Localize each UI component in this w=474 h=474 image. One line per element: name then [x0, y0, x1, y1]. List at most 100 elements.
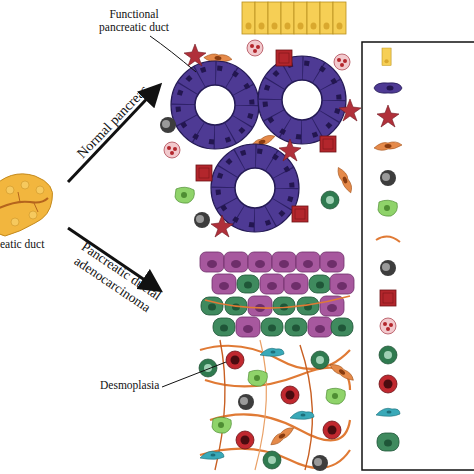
legend-box-part [378, 200, 397, 216]
tumor-tissue-part [308, 317, 332, 337]
normal-tissue-part [281, 2, 294, 34]
tumor-tissue-part [273, 297, 295, 315]
organ-label: eatic duct [0, 238, 70, 251]
leader-lines [150, 36, 226, 387]
normal-tissue-part [307, 2, 320, 34]
tumor-tissue-part [226, 351, 244, 369]
normal-tissue-part [333, 2, 346, 34]
legend-box-part [376, 236, 400, 242]
normal-tissue-part [184, 44, 206, 66]
pancreas-organ-part [0, 198, 48, 210]
normal-tissue-part [196, 165, 212, 181]
tumor-tissue-part [215, 340, 225, 470]
legend-box-part [377, 433, 399, 451]
leader-lines-part [162, 362, 226, 387]
normal-tissue-part [194, 212, 210, 228]
legend-box-part [380, 260, 396, 276]
normal-tissue-part [242, 2, 255, 34]
tumor-tissue-part [281, 386, 299, 404]
branch-arrows-part [68, 87, 158, 182]
legend-box-part [379, 375, 397, 393]
normal-tissue-part [336, 165, 353, 194]
tumor-tissue-part [236, 317, 260, 337]
normal-tissue-part [258, 56, 346, 144]
normal-tissue-part [279, 139, 301, 161]
tumor-tissue-part [330, 274, 354, 294]
tumor-tissue-part [237, 275, 259, 293]
callout-label: Desmoplasia [100, 379, 170, 392]
tumor-tissue-part [326, 388, 345, 404]
normal-tissue-part [320, 136, 336, 152]
normal-tissue-part [292, 206, 308, 222]
normal-tissue-part [171, 61, 259, 149]
tumor-tissue-part [260, 274, 284, 294]
legend-box [362, 42, 474, 470]
legend-box-part [379, 346, 397, 364]
tumor-tissue-part [290, 411, 314, 419]
normal-tissue-part [320, 2, 333, 34]
pancreas-organ-part [29, 211, 37, 219]
pancreas-organ-part [0, 174, 53, 236]
arrow-label: Pancreatic ductal adenocarcinoma [56, 229, 178, 325]
callout-label: Functional pancreatic duct [98, 8, 170, 34]
pancreas-organ-part [6, 186, 14, 194]
normal-tissue-part [276, 50, 292, 66]
legend-box-part [380, 290, 396, 306]
tumor-tissue-part [285, 318, 307, 336]
normal-tissue-part [160, 117, 176, 133]
legend-box-part [376, 408, 400, 416]
normal-tissue-part [175, 187, 194, 203]
tumor-tissue-part [268, 425, 296, 446]
normal-tissue-part [247, 40, 263, 56]
tumor-tissue-part [261, 318, 283, 336]
tumor-tissue-part [331, 318, 353, 336]
tumor-tissue-part [260, 348, 284, 356]
tumor-tissue-part [312, 455, 328, 471]
pancreas-organ [0, 174, 53, 236]
tumor-tissue-part [309, 275, 331, 293]
tumor-tissue-part [255, 340, 266, 470]
tumor-tissue-part [224, 252, 248, 272]
pancreas-organ-part [21, 181, 29, 189]
tumor-tissue [199, 252, 355, 471]
legend-box-part [380, 170, 396, 186]
tumor-tissue-part [238, 394, 254, 410]
normal-tissue-part [294, 2, 307, 34]
normal-tissue [160, 2, 361, 237]
leader-lines-part [150, 36, 196, 72]
tumor-tissue-part [248, 296, 272, 316]
legend-box-part [380, 318, 396, 334]
tumor-tissue-part [248, 370, 267, 386]
tumor-tissue-part [213, 318, 235, 336]
legend-box-part [374, 142, 402, 150]
tumor-tissue-part [248, 252, 272, 272]
tumor-tissue-part [296, 252, 320, 272]
tumor-tissue-part [311, 351, 329, 369]
tumor-tissue-part [205, 296, 350, 308]
tumor-tissue-part [300, 345, 312, 470]
tumor-tissue-part [323, 421, 341, 439]
tumor-tissue-part [212, 274, 236, 294]
normal-tissue-part [339, 99, 361, 121]
tumor-tissue-part [200, 252, 224, 272]
tumor-tissue-part [236, 431, 254, 449]
pancreas-organ-part [18, 192, 38, 212]
normal-tissue-part [211, 215, 233, 237]
tumor-tissue-part [201, 297, 223, 315]
tumor-tissue-part [205, 368, 350, 390]
tumor-tissue-part [212, 417, 231, 433]
legend-box-part [374, 83, 402, 93]
pancreas-organ-part [36, 186, 44, 194]
pancreas-organ-part [11, 218, 19, 226]
tumor-tissue-part [200, 451, 224, 459]
legend-box-part [382, 48, 391, 66]
tumor-tissue-part [199, 359, 217, 377]
arrow-label: Normal pancreas [69, 77, 157, 167]
normal-tissue-part [164, 142, 180, 158]
tumor-tissue-part [284, 274, 308, 294]
legend-box-part [377, 105, 399, 127]
normal-tissue-part [321, 191, 339, 209]
tumor-tissue-part [329, 360, 356, 384]
